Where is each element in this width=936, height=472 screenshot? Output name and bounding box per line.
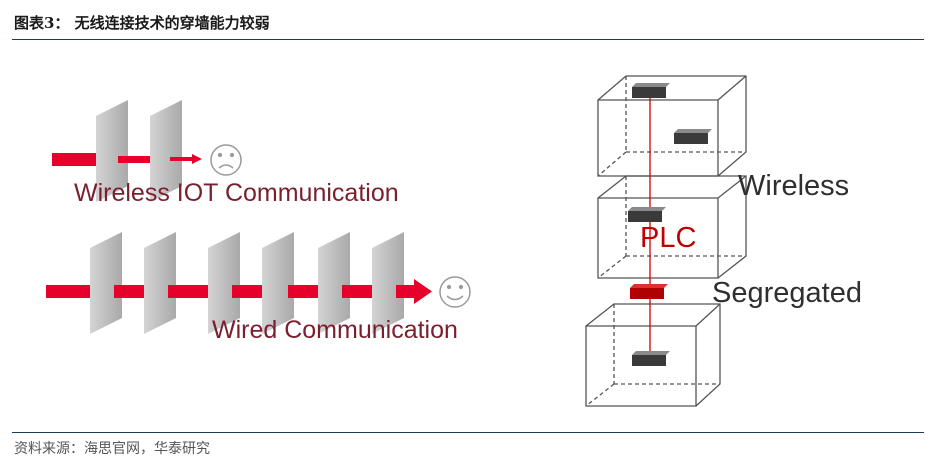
wired-walls: [90, 232, 404, 334]
signal-segment: [170, 157, 192, 161]
device-boxes: [628, 83, 712, 366]
wall: [208, 232, 240, 334]
device-box: [674, 129, 712, 144]
signal-segment: [232, 285, 262, 298]
wall: [90, 232, 122, 334]
smile-face-icon: [439, 276, 471, 308]
source-note: 资料来源：海思官网，华泰研究: [14, 441, 210, 457]
device-box: [628, 207, 666, 222]
floor-top: [597, 75, 747, 177]
wall: [150, 100, 182, 202]
signal-segment: [342, 285, 372, 298]
signal-segment: [396, 285, 414, 298]
signal-segment: [52, 153, 96, 166]
wired-signal: [46, 279, 432, 304]
footer-divider: [12, 432, 924, 433]
signal-segment: [118, 156, 150, 163]
figure-title: 图表3： 无线连接技术的穿墙能力较弱: [14, 14, 270, 32]
wireless-signal: [52, 153, 202, 166]
signal-arrowhead: [192, 154, 202, 164]
plc-label: PLC: [640, 222, 696, 254]
device-box: [632, 351, 670, 366]
wall: [318, 232, 350, 334]
signal-segment: [168, 285, 208, 298]
wireless-walls: [96, 100, 182, 202]
wall: [96, 100, 128, 202]
signal-segment: [46, 285, 90, 298]
signal-arrowhead: [414, 279, 432, 304]
wall: [372, 232, 404, 334]
wall: [262, 232, 294, 334]
signal-segment: [114, 285, 144, 298]
wired-communication-label: Wired Communication: [212, 316, 458, 344]
wireless-label: Wireless: [738, 170, 849, 202]
wall: [144, 232, 176, 334]
device-box: [632, 83, 670, 98]
header-divider: [12, 39, 924, 40]
wireless-iot-label: Wireless IOT Communication: [74, 179, 399, 207]
segregated-label: Segregated: [712, 277, 862, 309]
signal-segment: [288, 285, 318, 298]
device-box-highlighted: [630, 284, 668, 299]
sad-face-icon: [210, 144, 242, 176]
